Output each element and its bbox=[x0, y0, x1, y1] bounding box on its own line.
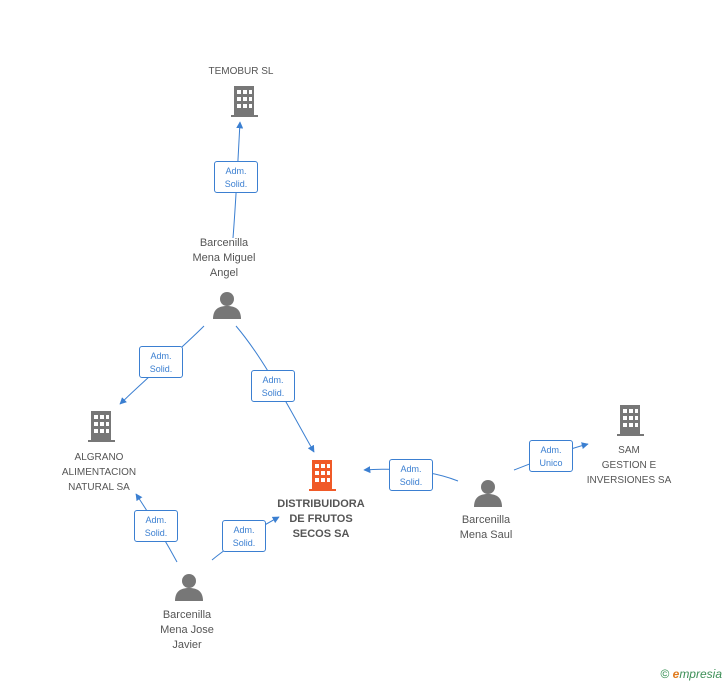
label-line: Barcenilla bbox=[162, 609, 212, 621]
badge-line: Adm. bbox=[400, 464, 422, 474]
node-label-distribuidora[interactable]: DISTRIBUIDORA DE FRUTOS SECOS SA bbox=[271, 497, 371, 542]
badge-line: Adm. bbox=[262, 375, 284, 385]
label-line: DISTRIBUIDORA bbox=[277, 498, 365, 510]
badge-line: Solid. bbox=[232, 538, 256, 548]
label-line: ALGRANO bbox=[74, 452, 124, 463]
edge-badge-jose-algrano[interactable]: Adm. Solid. bbox=[134, 510, 178, 542]
label-line: Barcenilla bbox=[199, 237, 249, 249]
node-label-algrano[interactable]: ALGRANO ALIMENTACION NATURAL SA bbox=[49, 450, 149, 495]
edge-badge-saul-sam[interactable]: Adm. Unico bbox=[529, 440, 573, 472]
label-line: SECOS SA bbox=[292, 528, 350, 540]
person-icon bbox=[474, 480, 502, 507]
badge-line: Adm. bbox=[150, 351, 172, 361]
label-line: INVERSIONES SA bbox=[586, 475, 672, 486]
label-line: TEMOBUR SL bbox=[208, 66, 274, 77]
badge-line: Solid. bbox=[399, 477, 423, 487]
label-line: Angel bbox=[209, 267, 239, 279]
building-icon bbox=[88, 411, 115, 442]
node-label-jose[interactable]: Barcenilla Mena Jose Javier bbox=[137, 608, 237, 653]
edge-badge-miguel-distribuidora[interactable]: Adm. Solid. bbox=[251, 370, 295, 402]
badge-line: Unico bbox=[539, 458, 563, 468]
badge-line: Adm. bbox=[145, 515, 167, 525]
badge-line: Adm. bbox=[233, 525, 255, 535]
badge-line: Adm. bbox=[540, 445, 562, 455]
node-label-miguel[interactable]: Barcenilla Mena Miguel Angel bbox=[174, 236, 274, 281]
label-line: Javier bbox=[172, 639, 202, 651]
edge-badge-miguel-algrano[interactable]: Adm. Solid. bbox=[139, 346, 183, 378]
brand-logo-e: e bbox=[672, 667, 680, 681]
copyright-symbol: © bbox=[660, 667, 670, 681]
label-line: Mena Saul bbox=[459, 529, 513, 541]
badge-line: Solid. bbox=[149, 364, 173, 374]
edge-badge-miguel-temobur[interactable]: Adm. Solid. bbox=[214, 161, 258, 193]
label-line: ALIMENTACION bbox=[61, 467, 137, 478]
label-line: NATURAL SA bbox=[68, 482, 130, 493]
edge-badge-saul-distribuidora[interactable]: Adm. Solid. bbox=[389, 459, 433, 491]
empresia-watermark: © empresia bbox=[660, 667, 722, 681]
building-icon bbox=[231, 86, 258, 117]
main-company-building-icon bbox=[309, 460, 336, 491]
person-icon bbox=[175, 574, 203, 601]
label-line: Mena Jose bbox=[160, 624, 214, 636]
person-icon bbox=[213, 292, 241, 319]
badge-line: Solid. bbox=[144, 528, 168, 538]
label-line: Mena Miguel bbox=[192, 252, 256, 264]
badge-line: Solid. bbox=[261, 388, 285, 398]
node-label-sam[interactable]: SAM GESTION E INVERSIONES SA bbox=[579, 443, 679, 488]
node-label-saul[interactable]: Barcenilla Mena Saul bbox=[436, 513, 536, 543]
node-label-temobur[interactable]: TEMOBUR SL bbox=[191, 64, 291, 79]
label-line: SAM bbox=[618, 445, 640, 456]
brand-logo-text: mpresia bbox=[679, 667, 722, 681]
label-line: GESTION E bbox=[601, 460, 657, 471]
building-icon bbox=[617, 405, 644, 436]
label-line: DE FRUTOS bbox=[289, 513, 353, 525]
badge-line: Solid. bbox=[224, 179, 248, 189]
label-line: Barcenilla bbox=[461, 514, 511, 526]
badge-line: Adm. bbox=[225, 166, 247, 176]
edge-badge-jose-distribuidora[interactable]: Adm. Solid. bbox=[222, 520, 266, 552]
